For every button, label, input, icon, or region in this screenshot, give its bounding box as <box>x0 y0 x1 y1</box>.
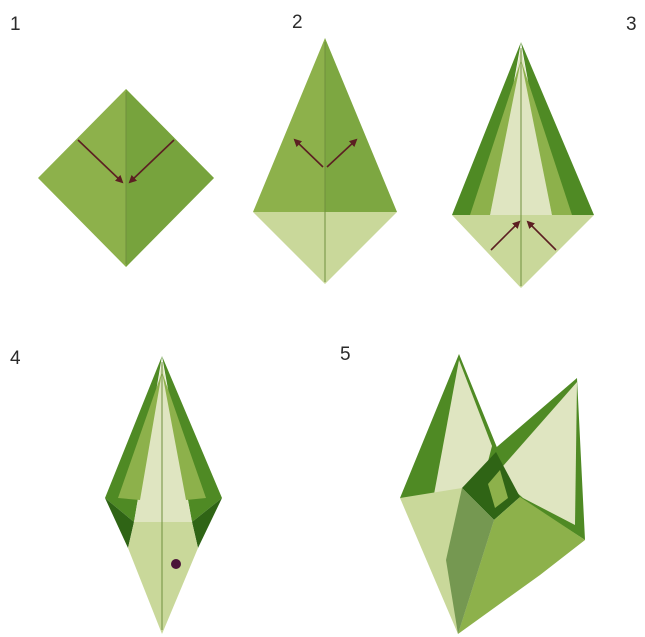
step-1-figure <box>38 89 214 267</box>
step-5-figure <box>400 354 585 634</box>
step-1-shade <box>126 89 214 267</box>
step-4-figure <box>105 356 222 634</box>
step-3-figure <box>452 42 594 288</box>
step-2-upper-right <box>325 38 397 212</box>
step-2-figure <box>253 38 397 284</box>
step-3-lower-area <box>452 215 594 288</box>
step-4-lower-area <box>128 522 198 634</box>
step-4-mark <box>171 559 181 569</box>
